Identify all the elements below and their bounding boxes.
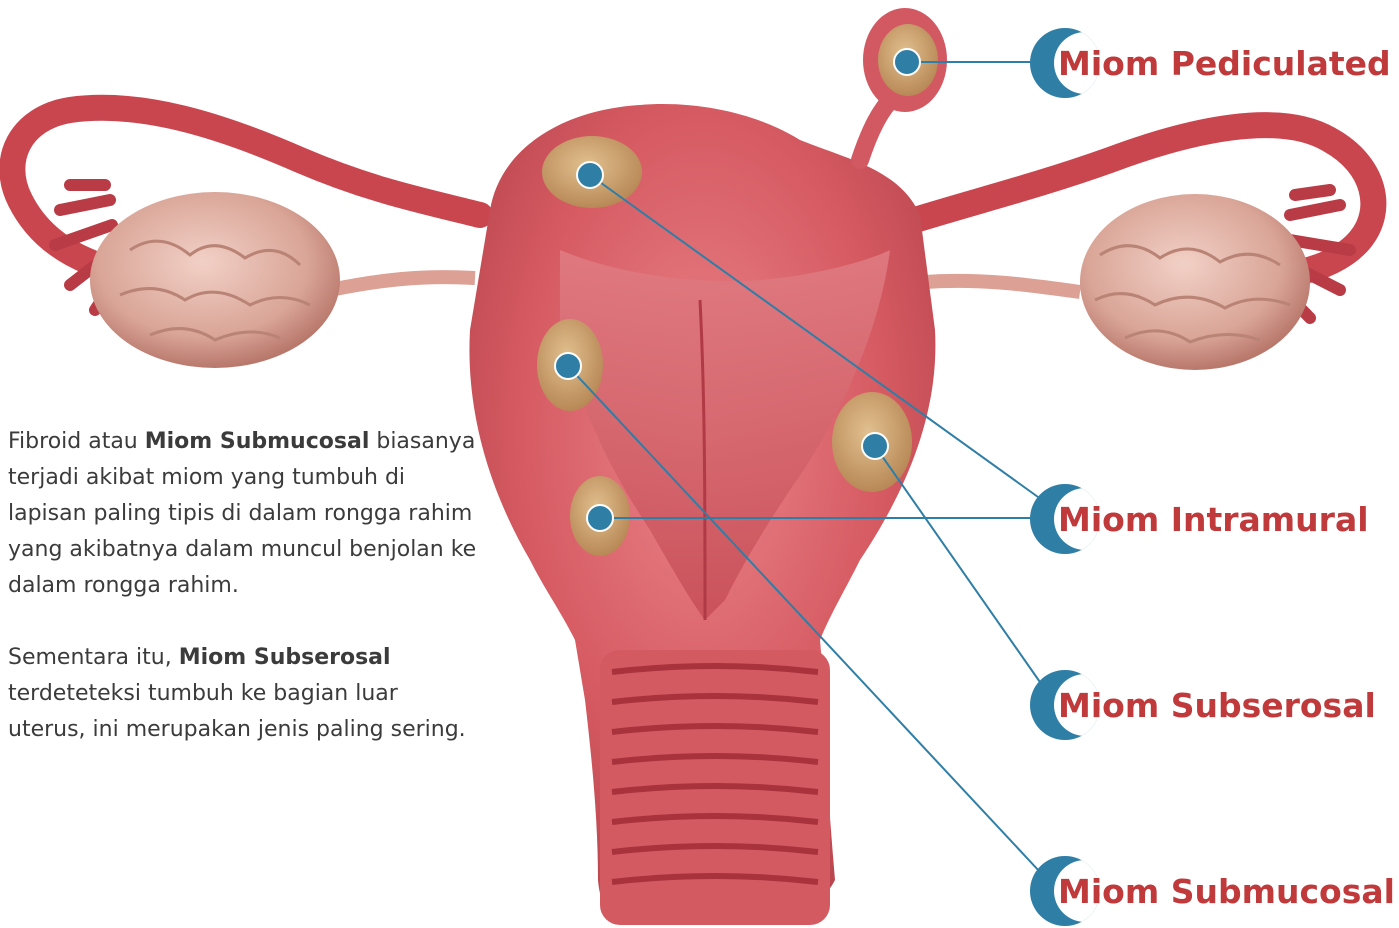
label-submucosal: Miom Submucosal <box>1030 856 1395 926</box>
uterus-body <box>469 104 935 925</box>
ovarian-ligament-left <box>330 277 475 290</box>
ovary-left <box>90 192 340 368</box>
marker-dot-subserosal <box>862 433 888 459</box>
paragraph-submucosal: Fibroid atau Miom Submucosal biasanya te… <box>8 424 478 604</box>
label-text-intramural: Miom Intramural <box>1058 500 1369 539</box>
marker-dot-intramural-top <box>577 162 603 188</box>
label-intramural: Miom Intramural <box>1030 484 1369 554</box>
label-text-submucosal: Miom Submucosal <box>1058 872 1395 911</box>
ovarian-ligament-right <box>925 281 1080 292</box>
label-text-pediculated: Miom Pediculated <box>1058 44 1391 83</box>
label-subserosal: Miom Subserosal <box>1030 670 1376 740</box>
ovary-right <box>1080 194 1310 370</box>
marker-dot-intramural-lower <box>587 505 613 531</box>
label-text-subserosal: Miom Subserosal <box>1058 686 1376 725</box>
label-pediculated: Miom Pediculated <box>1030 28 1391 98</box>
marker-dot-pediculated <box>894 49 920 75</box>
paragraph-subserosal: Sementara itu, Miom Subserosal terdetete… <box>8 640 478 748</box>
marker-dot-submucosal <box>555 353 581 379</box>
description-text: Fibroid atau Miom Submucosal biasanya te… <box>8 424 478 784</box>
